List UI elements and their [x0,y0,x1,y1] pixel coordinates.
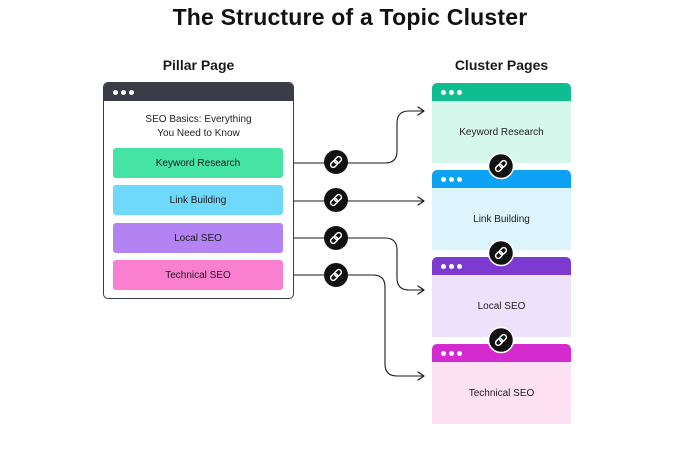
pillar-topic-keyword-research: Keyword Research [113,148,283,178]
cluster-page-label: Technical SEO [432,362,571,424]
link-badge-icon [324,226,348,250]
cluster-window-bar [432,83,571,101]
link-badge-icon [324,263,348,287]
arrow-head-icon [417,285,425,295]
pillar-page-label: Pillar Page [162,57,235,73]
cluster-page-local-seo: Local SEO [432,257,571,337]
cluster-pages-label: Cluster Pages [454,57,549,73]
connector-local-seo [294,237,424,291]
pillar-heading: SEO Basics: Everything You Need to Know [104,113,293,141]
arrow-head-icon [417,106,425,116]
link-badge-icon [487,326,515,354]
pillar-heading-line-1: SEO Basics: Everything [145,114,252,125]
link-badge-icon [324,188,348,212]
window-dot-icon [457,89,462,95]
window-dot-icon [441,350,446,356]
link-badge-icon [487,152,515,180]
window-dot-icon [457,263,462,269]
pillar-topic-technical-seo: Technical SEO [113,260,283,290]
link-badge-icon [324,150,348,174]
window-dot-icon [129,89,134,95]
cluster-page-label: Local SEO [432,275,571,337]
pillar-page-window: SEO Basics: Everything You Need to Know … [103,82,294,299]
window-dot-icon [449,176,454,182]
window-dot-icon [449,263,454,269]
window-dot-icon [113,89,118,95]
window-dot-icon [441,176,446,182]
arrow-head-icon [417,196,425,206]
cluster-page-label: Link Building [432,188,571,250]
pillar-heading-line-2: You Need to Know [157,128,240,139]
window-dot-icon [457,176,462,182]
pillar-topic-local-seo: Local SEO [113,223,283,253]
arrow-head-icon [417,371,425,381]
cluster-page-keyword-research: Keyword Research [432,83,571,163]
connector-keyword-research [294,110,424,164]
diagram-title: The Structure of a Topic Cluster [172,4,528,30]
connector-technical-seo [294,274,424,377]
window-dot-icon [441,263,446,269]
link-badge-icon [487,239,515,267]
pillar-topic-link-building: Link Building [113,185,283,215]
window-dot-icon [121,89,126,95]
window-dot-icon [449,350,454,356]
window-dot-icon [449,89,454,95]
window-dot-icon [441,89,446,95]
cluster-page-label: Keyword Research [432,101,571,163]
pillar-window-bar [104,83,293,101]
window-dot-icon [457,350,462,356]
